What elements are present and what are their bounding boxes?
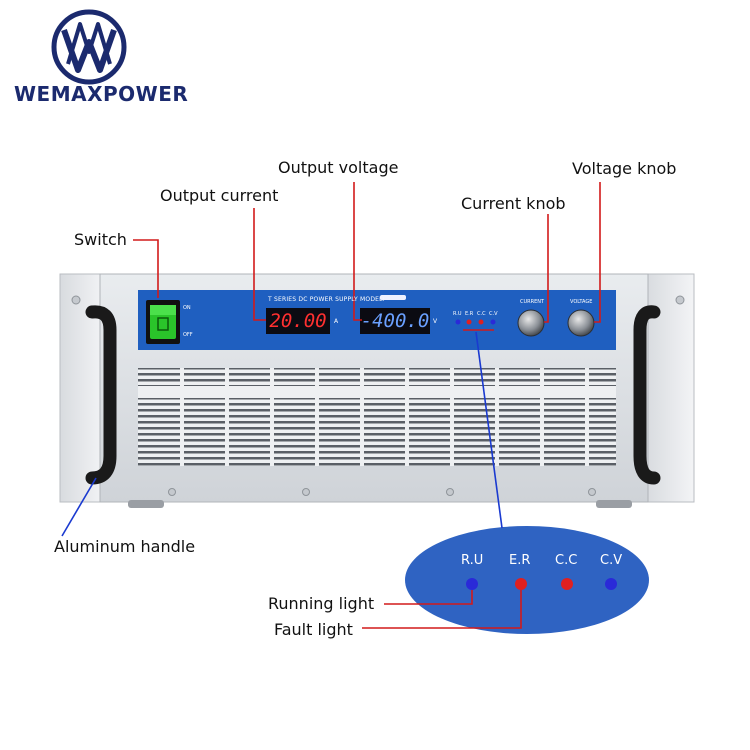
zoom-label-cc: C.C (555, 553, 578, 568)
knob-voltage-label: VOLTAGE (570, 299, 593, 305)
panel-title: T SERIES DC POWER SUPPLY MODEL: (268, 296, 385, 303)
zoom-label-cv: C.V (600, 553, 623, 568)
zoom-label-er: E.R (509, 553, 531, 568)
callout-output-current: Output current (160, 186, 279, 205)
callout-switch: Switch (74, 230, 127, 249)
switch-off-label: OFF (183, 332, 193, 338)
voltage-display: -400.0 (360, 310, 430, 332)
current-unit: A (334, 318, 339, 325)
indicator-label-cc: C.C (477, 311, 486, 317)
callout-current-knob: Current knob (461, 194, 566, 213)
callout-aluminum-handle: Aluminum handle (54, 537, 196, 556)
indicator-label-er: E.R (465, 311, 474, 317)
knob-current-label: CURRENT (520, 299, 545, 305)
voltage-unit: V (433, 318, 438, 325)
callout-output-voltage: Output voltage (278, 158, 399, 177)
zoom-label-ru: R.U (461, 553, 484, 568)
callout-fault-light: Fault light (274, 620, 353, 639)
current-display: 20.00 (269, 310, 327, 332)
indicator-label-cv: C.V (489, 311, 498, 317)
brand-logo-icon (51, 9, 127, 85)
switch-on-label: ON (183, 305, 191, 311)
callout-running-light: Running light (268, 594, 375, 613)
brand-name: WEMAXPOWER (14, 82, 189, 106)
indicator-label-ru: R.U (453, 311, 462, 317)
callout-voltage-knob: Voltage knob (572, 159, 677, 178)
